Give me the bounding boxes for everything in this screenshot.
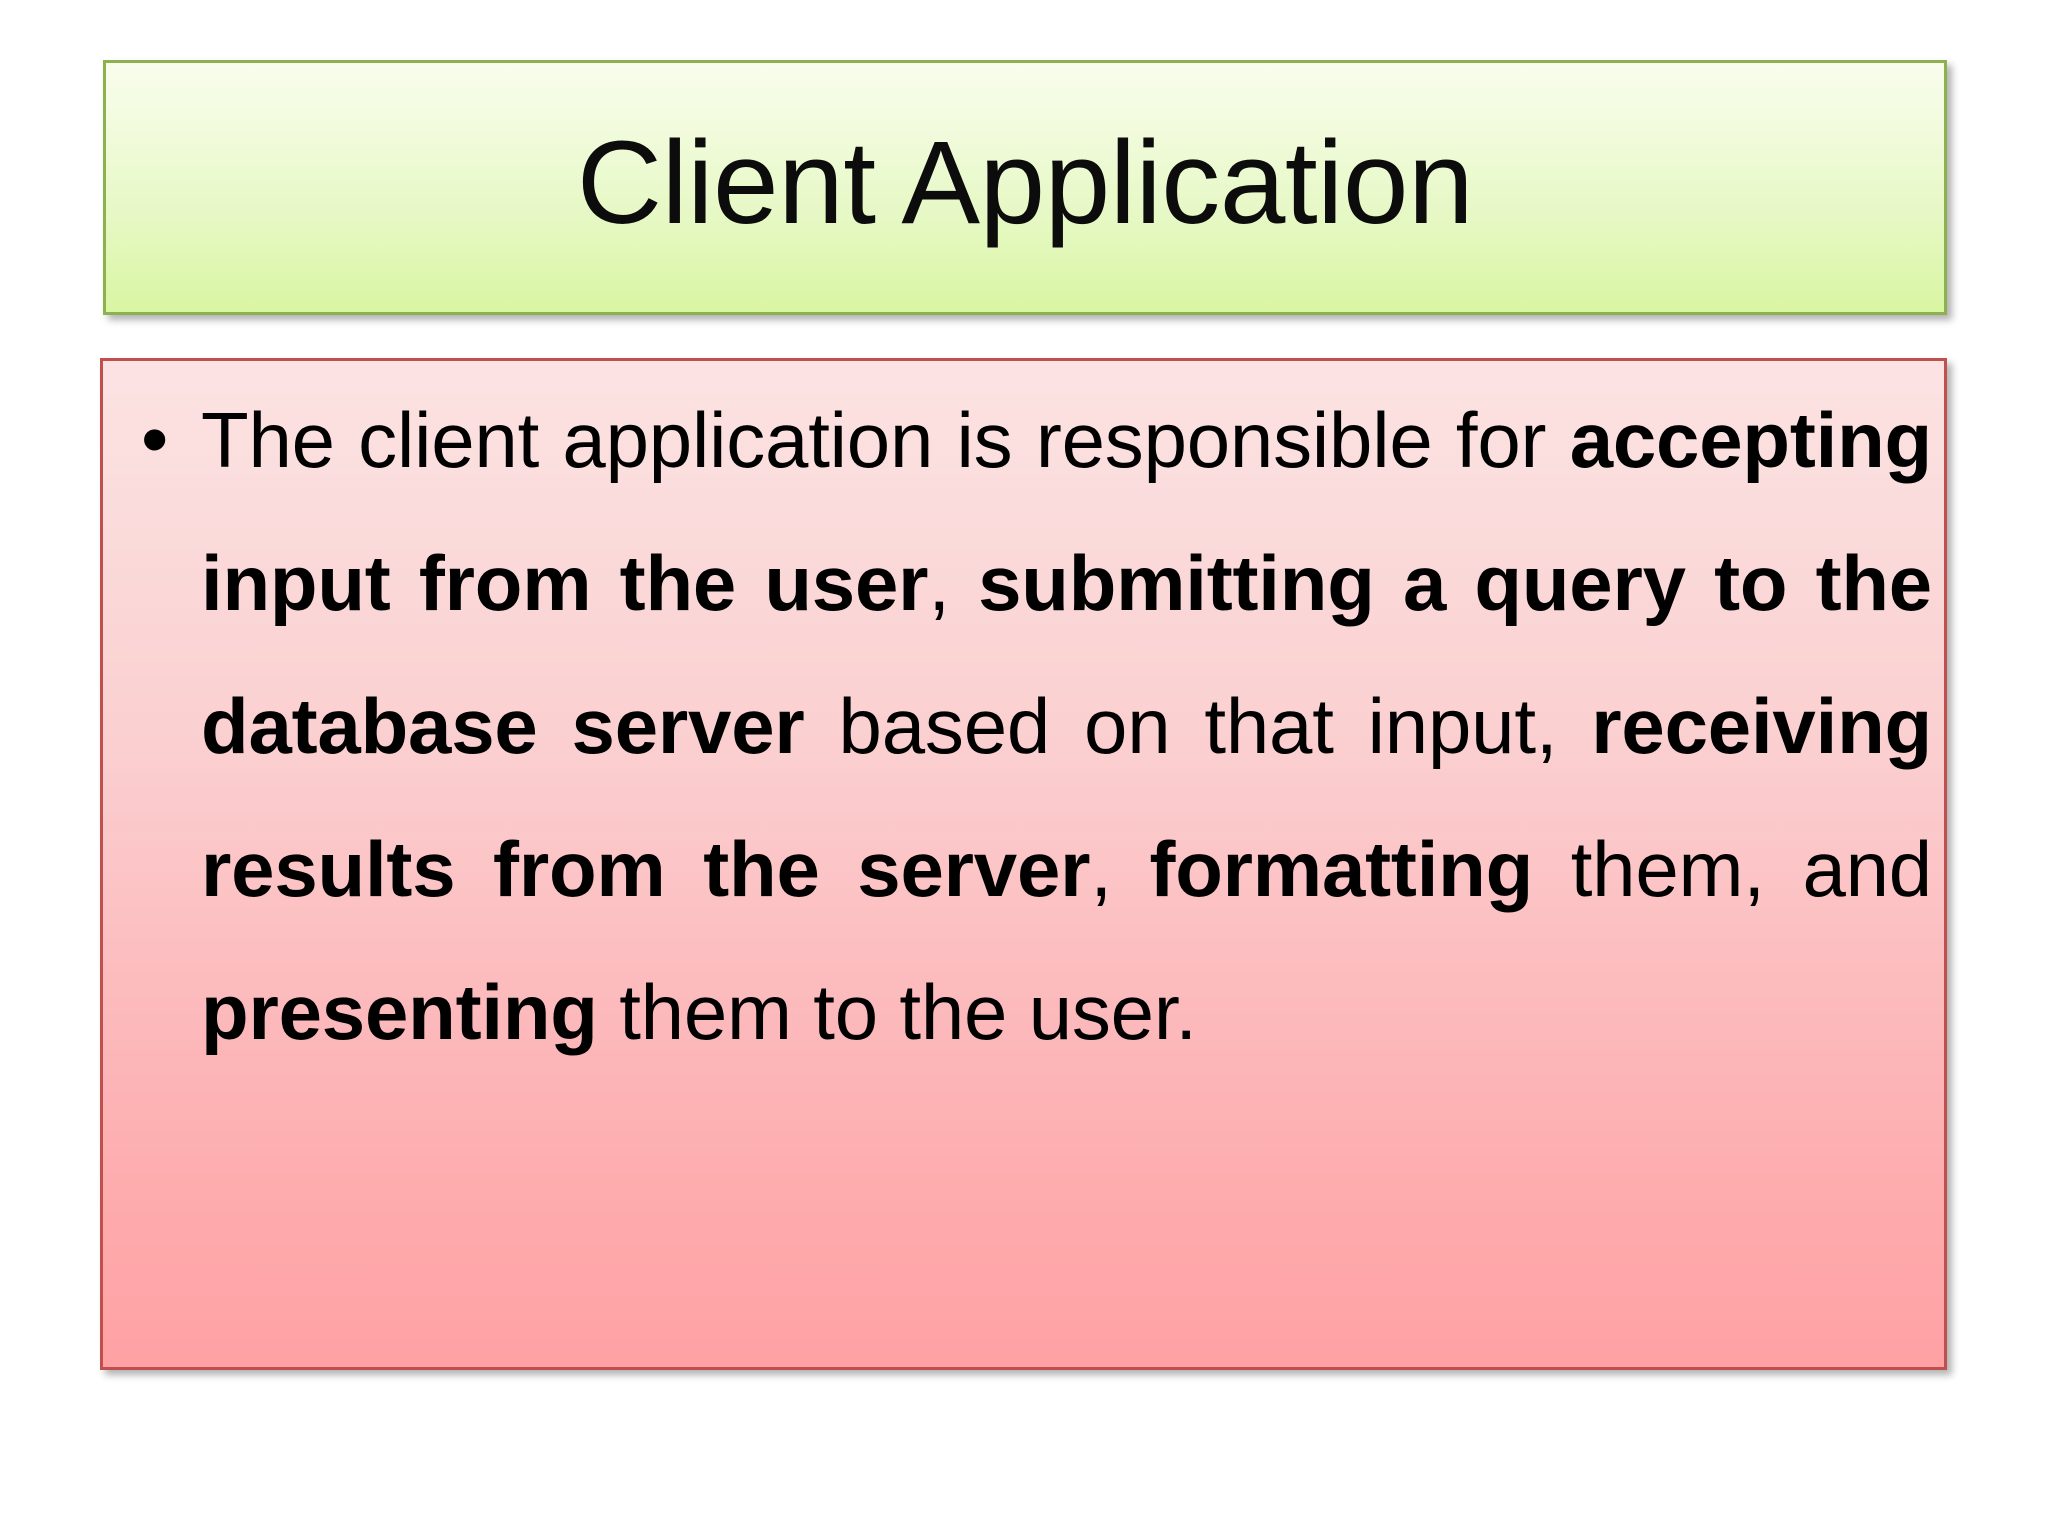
text-run-regular: them, and <box>1533 825 1932 913</box>
text-run-bold: accepting input from the user <box>201 396 1932 627</box>
text-run-regular: The client application is responsible fo… <box>201 396 1570 484</box>
text-run-regular: them to the user. <box>597 968 1197 1056</box>
text-run-bold: formatting <box>1149 825 1534 913</box>
text-run-regular: , <box>1090 825 1150 913</box>
text-run-bold: receiving results from the server <box>201 682 1932 913</box>
text-run-bold: submitting a query to the database serve… <box>201 539 1932 770</box>
content-placeholder: • The client application is responsible … <box>100 358 1947 1370</box>
bullet-list-item: • The client application is responsible … <box>103 369 1944 1084</box>
text-run-regular: based on that input, <box>804 682 1592 770</box>
text-run-bold: presenting <box>201 968 598 1056</box>
text-run-regular: , <box>928 539 979 627</box>
page-title: Client Application <box>576 116 1474 249</box>
bullet-point-icon: • <box>141 395 169 483</box>
title-placeholder: Client Application <box>103 60 1947 315</box>
body-paragraph: The client application is responsible fo… <box>201 369 1932 1084</box>
